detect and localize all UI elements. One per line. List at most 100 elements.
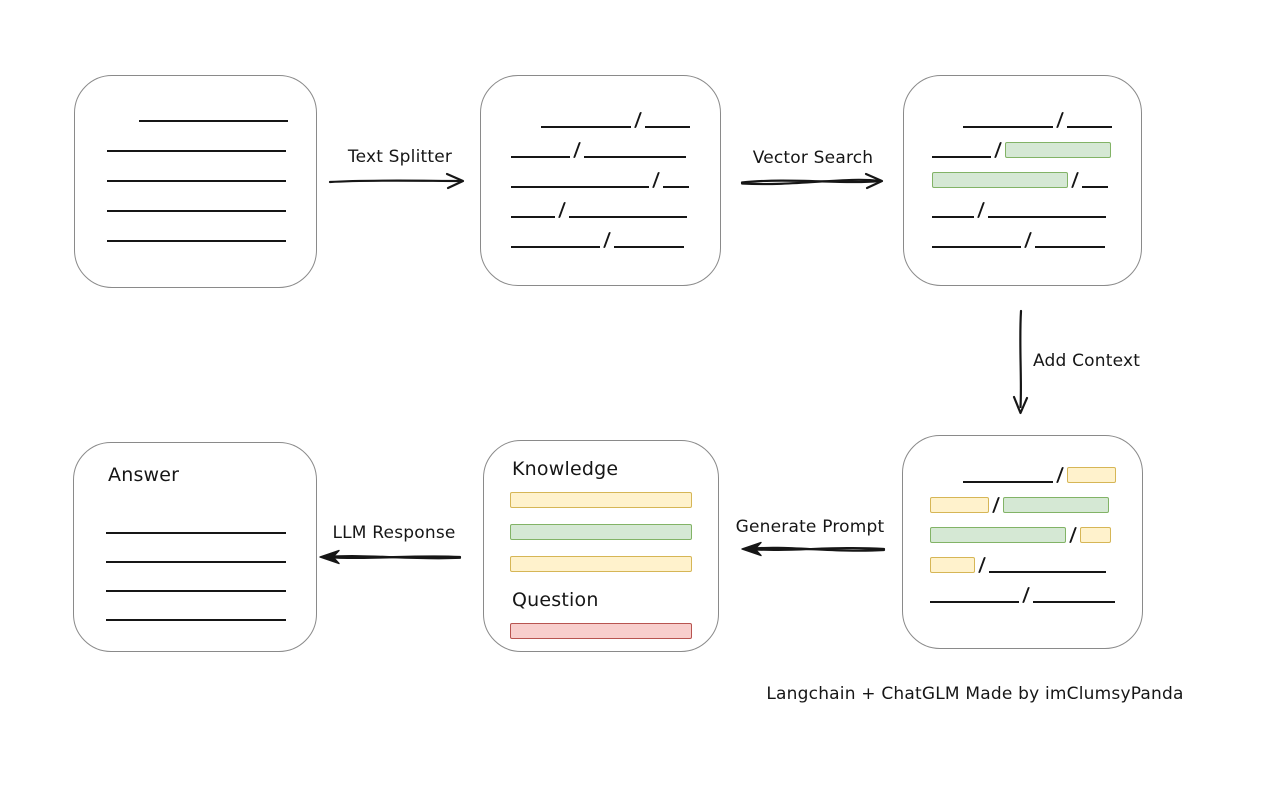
text-line	[963, 126, 1053, 128]
question-heading: Question	[512, 589, 599, 611]
yellow-knowledge-bar	[510, 556, 692, 572]
chunk-row	[930, 453, 1117, 483]
chunk-row	[932, 98, 1113, 128]
text-line	[932, 246, 1021, 248]
slash-separator	[603, 232, 612, 248]
knowledge-bars	[510, 492, 692, 572]
text-line	[511, 156, 570, 158]
text-line	[511, 216, 555, 218]
add-context-arrow-icon	[1012, 309, 1029, 415]
text-line	[541, 126, 631, 128]
text-line	[569, 216, 688, 218]
text-line	[106, 532, 286, 534]
highlight-chunk-yellow	[1067, 467, 1117, 483]
vector-search-label: Vector Search	[752, 148, 874, 168]
highlight-chunk-green	[1003, 497, 1110, 513]
slash-separator	[1056, 112, 1065, 128]
split-chunks-box	[480, 75, 721, 286]
answer-heading: Answer	[108, 464, 180, 486]
slash-separator	[992, 497, 1001, 513]
text-line	[107, 240, 286, 242]
slash-separator	[1069, 527, 1078, 543]
prompt-box: Knowledge Question	[483, 440, 719, 652]
vector-result-lines	[904, 76, 1141, 248]
chunk-row	[932, 158, 1113, 188]
chunk-row	[107, 92, 288, 122]
text-line	[930, 601, 1019, 603]
chunk-row	[511, 158, 690, 188]
question-bars	[510, 623, 692, 639]
text-line	[107, 210, 286, 212]
chunk-row	[511, 98, 691, 128]
slash-separator	[573, 142, 582, 158]
slash-separator	[977, 202, 986, 218]
vector-search-result-box	[903, 75, 1142, 286]
slash-separator	[634, 112, 643, 128]
chunk-row	[107, 122, 286, 152]
text-line	[663, 186, 690, 188]
text-line	[1067, 126, 1113, 128]
text-line	[645, 126, 691, 128]
slash-separator	[1071, 172, 1080, 188]
chunk-lines	[481, 76, 720, 248]
knowledge-heading: Knowledge	[512, 458, 619, 480]
answer-lines	[106, 501, 286, 621]
chunk-row	[107, 182, 286, 212]
generate-prompt-arrow-icon	[741, 541, 886, 557]
text-line	[614, 246, 685, 248]
yellow-knowledge-bar	[510, 492, 692, 508]
llm-response-arrow-icon	[319, 549, 462, 565]
generate-prompt-label: Generate Prompt	[735, 517, 885, 537]
text-line	[107, 150, 286, 152]
text-line	[1035, 246, 1106, 248]
highlight-chunk-yellow	[1080, 527, 1112, 543]
highlight-chunk-yellow	[930, 497, 989, 513]
text-line	[106, 619, 286, 621]
chunk-row	[932, 188, 1113, 218]
text-line	[511, 186, 649, 188]
chunk-row	[930, 513, 1115, 543]
text-line	[988, 216, 1107, 218]
context-lines	[903, 436, 1142, 603]
text-line	[932, 156, 991, 158]
chunk-row	[106, 505, 286, 534]
highlight-chunk-green	[1005, 142, 1112, 158]
text-line	[106, 561, 286, 563]
text-line	[584, 156, 687, 158]
chunk-row	[932, 218, 1113, 248]
text-line	[963, 481, 1053, 483]
chunk-row	[930, 543, 1115, 573]
red-knowledge-bar	[510, 623, 692, 639]
highlight-chunk-green	[930, 527, 1066, 543]
chunk-row	[930, 573, 1116, 603]
text-line	[1082, 186, 1109, 188]
chunk-row	[107, 152, 286, 182]
add-context-label: Add Context	[1033, 351, 1141, 371]
vector-search-arrow-icon	[740, 172, 884, 190]
chunk-row	[511, 218, 690, 248]
chunk-row	[930, 483, 1115, 513]
llm-response-label: LLM Response	[332, 523, 456, 543]
text-splitter-label: Text Splitter	[347, 147, 453, 167]
slash-separator	[1056, 467, 1065, 483]
answer-box: Answer	[73, 442, 317, 652]
text-line	[139, 120, 288, 122]
text-line	[511, 246, 600, 248]
text-line	[932, 216, 974, 218]
chunk-row	[511, 128, 690, 158]
highlight-chunk-green	[932, 172, 1068, 188]
slash-separator	[978, 557, 987, 573]
chunk-row	[106, 563, 286, 592]
text-line	[106, 590, 286, 592]
document-lines	[75, 76, 316, 242]
added-context-box	[902, 435, 1143, 649]
green-knowledge-bar	[510, 524, 692, 540]
highlight-chunk-yellow	[930, 557, 975, 573]
chunk-row	[107, 212, 286, 242]
chunk-row	[106, 534, 286, 563]
slash-separator	[1022, 587, 1031, 603]
slash-separator	[558, 202, 567, 218]
chunk-row	[106, 592, 286, 621]
source-document-box	[74, 75, 317, 288]
